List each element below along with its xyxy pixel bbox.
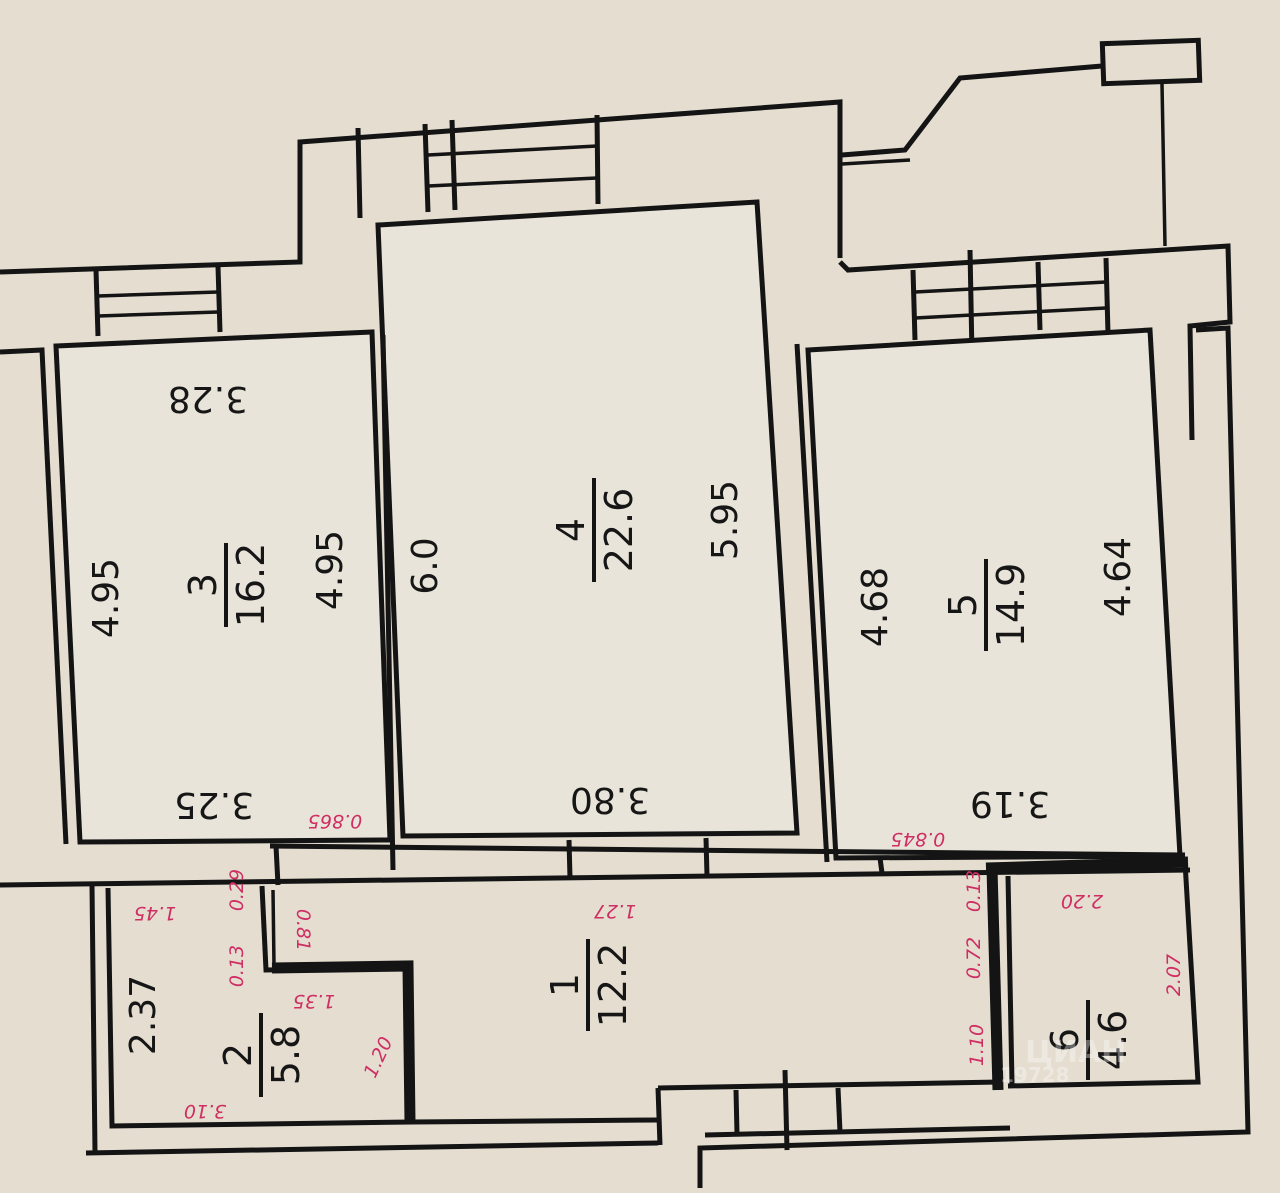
wall-right-top: [838, 243, 1233, 441]
window-room-3: [93, 265, 223, 337]
room-number: 6: [1043, 1028, 1087, 1052]
windows: [93, 114, 1111, 1151]
watermark-brand: ЦИАН: [1025, 1035, 1126, 1070]
room-area: 22.6: [597, 488, 641, 573]
room-area: 4.6: [1091, 1010, 1135, 1070]
dim-left: 4.95: [86, 558, 127, 638]
room-area: 14.9: [989, 563, 1033, 648]
room-label-2: 2 5.8: [216, 1013, 308, 1097]
entrance-door: [655, 1069, 1011, 1151]
pen-dim-room-1-b: 0.72: [963, 937, 985, 979]
pen-dim-room-6-right: 2.07: [1163, 954, 1185, 996]
pen-dim-room-2-bottom: 3.10: [184, 1100, 226, 1122]
dim-right: 5.95: [705, 480, 746, 560]
pen-dim-room-2-c: 0.81: [292, 909, 314, 951]
room-2: [105, 885, 416, 1129]
pen-dim-room-1-a: 0.13: [963, 870, 985, 912]
ventilation-box: [1099, 37, 1203, 87]
room-area: 12.2: [591, 943, 635, 1028]
wall-bottom-outer: [85, 1140, 659, 1156]
room-label-6: 6 4.6: [1043, 1000, 1135, 1080]
pen-dim-room-2-d: 1.35: [293, 990, 335, 1012]
pen-dim-room-1-top: 1.27: [594, 900, 636, 922]
room-area: 16.2: [229, 543, 273, 628]
wall-balcony-link: [841, 63, 1103, 158]
wall-room-1-bottom: [411, 1117, 659, 1125]
room-6: [985, 856, 1201, 1091]
room-number: 4: [549, 518, 593, 542]
wall-balcony-link-inner: [841, 158, 911, 166]
wall-right-outer: [697, 325, 1251, 1188]
pen-dim-room-1-c: 1.10: [966, 1024, 988, 1066]
pen-dim-room-3: 0.865: [308, 810, 362, 832]
watermark: ЦИАН 19728: [1000, 1035, 1126, 1087]
dim-bottom: 3.25: [174, 784, 254, 825]
dim-left: 4.68: [855, 567, 896, 647]
pen-dim-room-5: 0.845: [891, 828, 945, 850]
room-area: 5.8: [264, 1025, 308, 1085]
dimensions-room-5: 3.19 4.68 4.64: [855, 537, 1139, 824]
watermark-code: 19728: [1000, 1063, 1070, 1087]
pen-dim-room-2-top: 1.45: [134, 902, 176, 924]
dim-left: 6.0: [405, 537, 446, 594]
room-number: 5: [941, 593, 985, 617]
window-room-4: [355, 114, 601, 219]
dimensions-room-4: 3.80 6.0 5.95: [405, 480, 746, 820]
dim-bottom: 3.80: [570, 779, 650, 820]
room-number: 1: [543, 973, 587, 997]
wall-top-left: [0, 99, 843, 275]
room-number: 2: [216, 1043, 260, 1067]
room-label-3: 3 16.2: [181, 543, 273, 628]
pen-dim-room-2-b: 0.13: [226, 945, 248, 987]
dim-left: 2.37: [123, 975, 164, 1055]
wall-box-stem: [1160, 83, 1167, 247]
pen-dim-room-6-top: 2.20: [1061, 890, 1103, 912]
wall-corridor-top: [269, 843, 1186, 858]
dimensions-room-2: 2.37: [123, 975, 164, 1055]
wall-left-hall: [89, 884, 98, 1154]
pen-dim-room-2-e: 1.20: [360, 1034, 398, 1082]
dim-right: 4.95: [310, 530, 351, 610]
window-room-5: [910, 249, 1111, 356]
dim-top: 3.28: [168, 378, 248, 419]
outer-walls: [0, 37, 1251, 1188]
dim-bottom: 3.19: [970, 783, 1050, 824]
room-label-1: 1 12.2: [543, 939, 635, 1031]
dim-right: 4.64: [1098, 537, 1139, 617]
room-label-4: 4 22.6: [549, 478, 641, 582]
room-number: 3: [181, 573, 225, 597]
dimensions-room-3: 3.28 3.25 4.95 4.95: [86, 378, 351, 825]
room-4: [375, 199, 800, 871]
pen-dim-room-2-a: 0.29: [226, 869, 248, 911]
room-label-5: 5 14.9: [941, 559, 1033, 651]
